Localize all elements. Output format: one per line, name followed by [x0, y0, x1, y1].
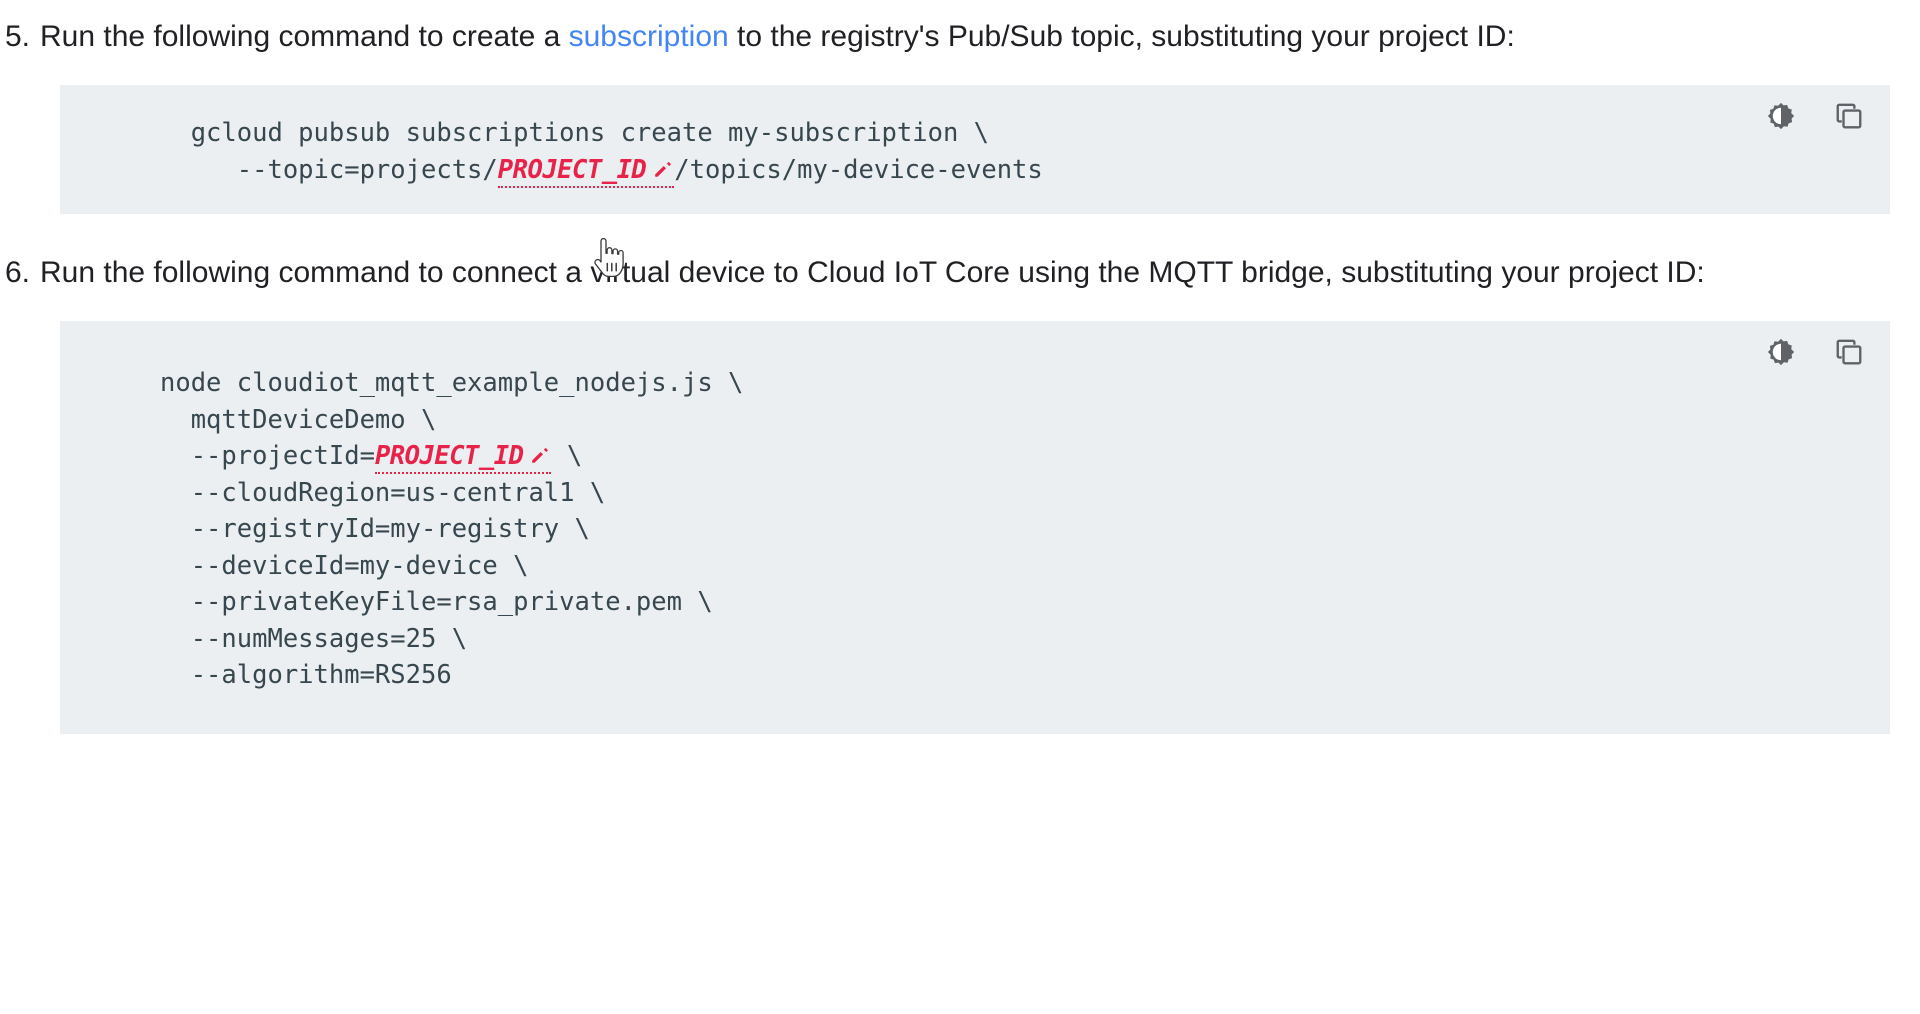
step-5-text: Run the following command to create a su… [40, 14, 1920, 59]
project-id-token[interactable]: PROJECT_ID [374, 441, 552, 474]
step-5-text-after-link: to the registry's Pub/Sub topic, substit… [728, 20, 1515, 53]
code-line: /topics/my-device-events [674, 154, 1043, 185]
project-id-token[interactable]: PROJECT_ID [497, 154, 675, 188]
step-5-text-before-link: Run the following command to create a [40, 20, 569, 53]
code-block-node-mqtt: node cloudiot_mqtt_example_nodejs.js \ m… [60, 321, 1890, 734]
copy-code-icon[interactable] [1832, 99, 1866, 133]
step-6-number: 6. [4, 256, 30, 289]
copy-code-icon[interactable] [1832, 335, 1866, 369]
code-content-1[interactable]: gcloud pubsub subscriptions create my-su… [60, 115, 1890, 188]
step-5: 5. Run the following command to create a… [0, 14, 1920, 59]
top-spacer [0, 0, 1920, 14]
code-block-gcloud-pubsub: gcloud pubsub subscriptions create my-su… [60, 85, 1890, 214]
code-line: node cloudiot_mqtt_example_nodejs.js \ m… [160, 368, 744, 471]
code-content-2[interactable]: node cloudiot_mqtt_example_nodejs.js \ m… [60, 365, 1890, 694]
step-5-number: 5. [4, 20, 30, 53]
step-6-text: Run the following command to connect a v… [40, 256, 1705, 289]
code-line: \ --cloudRegion=us-central1 \ --registry… [190, 441, 713, 690]
step-6: 6. Run the following command to connect … [0, 250, 1920, 295]
code-actions-1 [1764, 99, 1866, 133]
subscription-link[interactable]: subscription [568, 20, 729, 53]
dark-mode-toggle-icon[interactable] [1764, 335, 1798, 369]
code-actions-2 [1764, 335, 1866, 369]
pencil-edit-icon [652, 158, 674, 180]
dark-mode-toggle-icon[interactable] [1764, 99, 1798, 133]
pencil-edit-icon [529, 444, 551, 466]
spacer-between-step5-step6 [0, 214, 1920, 250]
code-line: gcloud pubsub subscriptions create my-su… [190, 118, 990, 185]
